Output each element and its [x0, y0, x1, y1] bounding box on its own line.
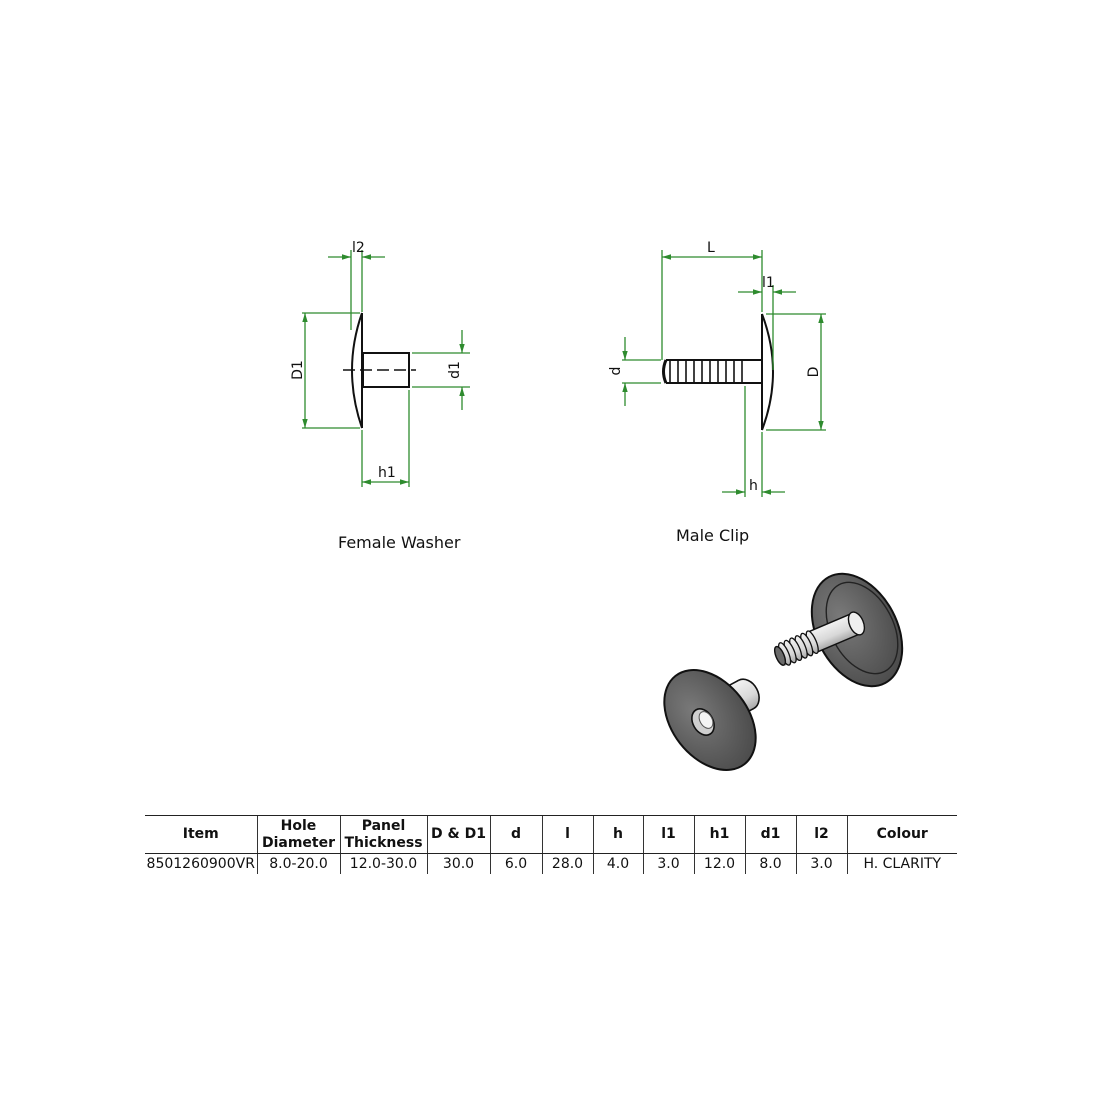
female-dimension-labels: l2 D1 d1 h1: [290, 240, 463, 481]
cell-item: 8501260900VR: [146, 855, 255, 872]
cell-h: 4.0: [592, 853, 643, 874]
label-D: D: [806, 367, 822, 378]
col-header-item: Item: [145, 815, 257, 854]
male-dimension-labels: L l1 D d h: [608, 240, 822, 494]
technical-drawing: l2 D1 d1 h1: [290, 240, 904, 771]
label-l1: l1: [762, 275, 775, 291]
cell-d-and-d1: 30.0: [426, 853, 490, 874]
col-header-h: h: [592, 815, 643, 854]
col-header-h1: h1: [693, 815, 745, 854]
label-d1: d1: [447, 361, 463, 379]
label-D1: D1: [290, 360, 306, 380]
col-header-d-and-d1: D & D1: [426, 815, 490, 854]
female-washer-drawing: l2 D1 d1 h1: [290, 240, 470, 487]
male-clip-caption: Male Clip: [676, 526, 750, 545]
female-dimensions: [302, 250, 470, 487]
col-header-l1: l1: [642, 815, 694, 854]
table-row: 8501260900VR 8.0-20.0 12.0-30.0 30.0 6.0…: [145, 853, 957, 874]
female-washer-render: [663, 669, 760, 771]
cell-d: 6.0: [489, 853, 542, 874]
render-3d: [663, 572, 904, 771]
label-d: d: [608, 367, 624, 376]
cell-h1: 12.0: [693, 853, 745, 874]
male-dimensions: [622, 250, 826, 497]
col-header-d1: d1: [744, 815, 796, 854]
col-header-colour: Colour: [846, 815, 957, 854]
col-header-l2: l2: [795, 815, 847, 854]
cell-l: 28.0: [541, 853, 593, 874]
label-h: h: [749, 478, 758, 494]
col-header-d: d: [489, 815, 542, 854]
cell-hole-diameter: 8.0-20.0: [256, 853, 340, 874]
label-l2: l2: [352, 240, 365, 256]
label-h1: h1: [378, 465, 396, 481]
cell-colour: H. CLARITY: [846, 853, 957, 874]
cell-l1: 3.0: [642, 853, 694, 874]
male-clip-outline: [662, 313, 774, 431]
male-clip-render: [773, 572, 904, 688]
cell-d1: 8.0: [744, 853, 796, 874]
female-washer-caption: Female Washer: [338, 533, 461, 552]
label-L: L: [707, 240, 715, 256]
col-header-l: l: [541, 815, 593, 854]
cell-l2: 3.0: [795, 853, 847, 874]
cell-panel-thickness: 12.0-30.0: [339, 853, 427, 874]
male-clip-drawing: L l1 D d h: [608, 240, 826, 497]
